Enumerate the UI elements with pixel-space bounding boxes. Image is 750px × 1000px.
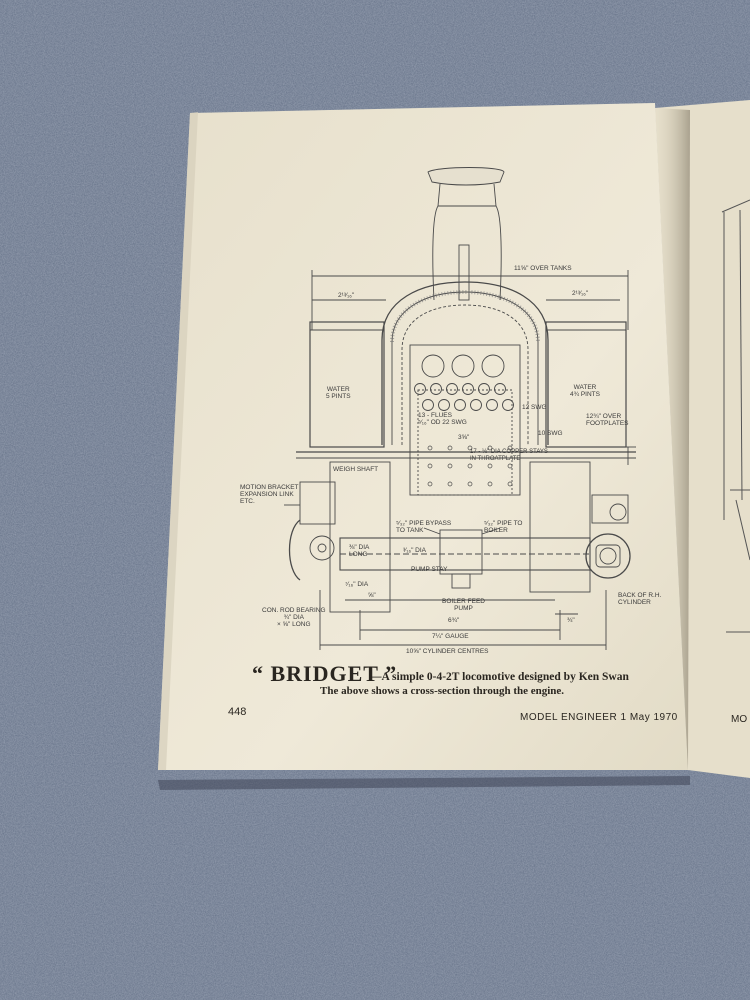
label-water-right: WATER 4¾ PINTS	[570, 384, 600, 398]
caption-subtitle: —A simple 0-4-2T locomotive designed by …	[370, 671, 629, 683]
chimney-cap	[427, 167, 505, 186]
firebox-inner	[417, 389, 513, 496]
label-10-swg: 10 SWG	[538, 430, 563, 437]
motion-bracket	[299, 481, 336, 525]
caption-title: “ BRIDGET ”	[252, 661, 398, 686]
page-shadow	[158, 776, 690, 790]
label-over-footplates: 12¾" OVER FOOTPLATES	[586, 413, 629, 427]
page-edge	[158, 112, 198, 770]
facing-page-footer-fragment: MO	[731, 714, 748, 725]
facing-page-drawing-fragment	[721, 199, 750, 633]
label-pump-stay: PUMP STAY	[411, 566, 448, 573]
boiler-lagging-band	[390, 289, 540, 343]
magazine-page	[158, 103, 688, 770]
right-cylinder-back	[591, 494, 629, 524]
label-12-swg: 12 SWG	[522, 404, 547, 411]
right-frame-area	[529, 461, 591, 593]
page-number: 448	[228, 706, 247, 718]
label-right-tank-width: 2¹³⁄₁₆"	[572, 290, 589, 297]
label-back-rh-cylinder: BACK OF R.H. CYLINDER	[618, 592, 662, 606]
label-cylinder-centres: 10⅝" CYLINDER CENTRES	[406, 648, 489, 655]
label-dia-7-16: ⁷⁄₁₆" DIA	[345, 581, 369, 588]
boiler-flues	[414, 383, 514, 411]
footer-journal-date: MODEL ENGINEER 1 May 1970	[520, 712, 678, 723]
label-dim-3-5-8: 3⅝"	[458, 434, 470, 441]
feed-pump-base	[451, 573, 471, 589]
superheater-flue-3	[481, 354, 505, 378]
throatplate-stays	[427, 445, 513, 487]
label-boiler-pipe: ⁵⁄₃₂" PIPE TO BOILER	[484, 520, 523, 534]
label-dia-3-16: ³⁄₁₆" DIA	[403, 547, 427, 554]
page-gutter	[655, 108, 690, 770]
label-motion-bracket: MOTION BRACKET EXPANSION LINK ETC.	[240, 484, 299, 505]
label-boiler-feed-pump: BOILER FEED PUMP	[442, 598, 485, 612]
left-crank	[309, 535, 335, 561]
superheater-flue-2	[451, 354, 475, 378]
label-flues: 13 - FLUES ⁵⁄₁₆" OD 22 SWG	[418, 412, 467, 426]
label-dim-5-8: ⅝"	[368, 592, 376, 599]
chimney-neck	[437, 183, 497, 207]
label-dia-long: ⅜" DIA LONG	[349, 544, 370, 558]
locomotive-cross-section-drawing	[284, 167, 636, 650]
label-copper-stays: 17 - ⅛" DIA COPPER STAYS IN THROATPLATE	[470, 449, 548, 462]
label-dim-6-3-4: 6¾"	[448, 617, 460, 624]
label-dim-3-4: ¾"	[567, 617, 575, 624]
label-left-tank-width: 2¹³⁄₁₆"	[338, 292, 355, 299]
label-water-left: WATER 5 PINTS	[326, 386, 351, 400]
boiler-lagging	[401, 304, 529, 445]
right-wheel	[585, 533, 631, 579]
blower-pipe	[458, 244, 470, 301]
label-bypass-pipe: ⁵⁄₃₂" PIPE BYPASS TO TANK	[396, 520, 452, 534]
label-weigh-shaft: WEIGH SHAFT	[333, 466, 379, 473]
chimney-body	[432, 205, 502, 301]
caption-description: The above shows a cross-section through …	[320, 685, 565, 697]
left-wheel	[288, 519, 301, 581]
boiler-outer-shell	[381, 281, 549, 445]
right-water-tank	[545, 321, 627, 448]
label-over-tanks: 11⅝" OVER TANKS	[514, 265, 572, 272]
left-water-tank	[309, 321, 385, 448]
label-con-rod-bearing: CON. ROD BEARING ¾" DIA × ⅝" LONG	[262, 607, 326, 628]
superheater-flue-1	[421, 354, 445, 378]
label-gauge: 7¼" GAUGE	[432, 633, 469, 640]
